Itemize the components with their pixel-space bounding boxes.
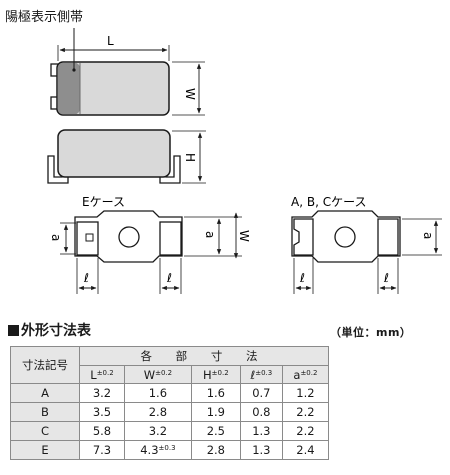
dim-label-H: H xyxy=(183,153,197,162)
abc-case-bottom-view xyxy=(291,210,401,263)
unit-label: （単位：mm） xyxy=(330,326,412,339)
table-row-header: 寸法記号 xyxy=(10,346,80,384)
col-header-L: L±0.2 xyxy=(79,365,125,384)
side-body xyxy=(57,129,171,178)
section-title: 外形寸法表 xyxy=(8,320,91,340)
dim-label-ell-e-right: ℓ xyxy=(166,271,172,285)
top-body xyxy=(56,61,170,116)
side-leads xyxy=(47,155,181,184)
col-header-W: W±0.2 xyxy=(123,365,192,384)
e-case-bottom-view xyxy=(74,210,183,263)
e-case-pad-right xyxy=(159,221,182,256)
table-row: A 3.2 1.6 1.6 0.7 1.2 xyxy=(10,383,330,403)
dim-label-ell-e-left: ℓ xyxy=(83,271,89,285)
table-row: B 3.5 2.8 1.9 0.8 2.2 xyxy=(10,402,330,422)
table-row: C 5.8 3.2 2.5 1.3 2.2 xyxy=(10,421,330,441)
anode-band-label: 陽極表示側帯 xyxy=(5,9,83,25)
dim-label-L: L xyxy=(107,34,114,48)
e-case-label: Eケース xyxy=(82,195,125,209)
section-title-text: 外形寸法表 xyxy=(21,323,91,339)
dim-label-ell-abc-right: ℓ xyxy=(383,271,389,285)
square-bullet-icon xyxy=(8,325,19,336)
dimension-drawing: 陽極表示側帯 L W H Eケース a a W ℓ ℓ A, B, xyxy=(5,9,442,294)
col-header-a: a±0.2 xyxy=(281,365,330,384)
abc-case-pad-left xyxy=(293,218,314,256)
abc-case-pad-right xyxy=(377,218,399,256)
abc-case-label: A, B, Cケース xyxy=(291,195,366,209)
table-group-header: 各 部 寸 法 xyxy=(79,346,329,366)
e-case-center-mark xyxy=(118,226,140,248)
dim-label-a-e: a xyxy=(49,234,63,241)
dim-label-a-abc: a xyxy=(421,232,435,239)
dim-label-W-top: W xyxy=(183,88,197,100)
abc-case-center-mark xyxy=(334,226,356,248)
table-row: E 7.3 4.3±0.3 2.8 1.3 2.4 xyxy=(10,440,330,460)
anode-band xyxy=(57,62,80,115)
dimension-table: 寸法記号 各 部 寸 法 L±0.2 W±0.2 H±0.2 ℓ±0.3 a±0… xyxy=(10,346,330,460)
col-header-ell: ℓ±0.3 xyxy=(239,365,283,384)
dim-label-ell-abc-left: ℓ xyxy=(299,271,305,285)
side-view xyxy=(47,129,181,184)
col-header-H: H±0.2 xyxy=(190,365,241,384)
dim-label-a-e-right: a xyxy=(203,231,217,238)
top-view xyxy=(50,61,170,116)
dim-label-W-e: W xyxy=(237,230,251,242)
